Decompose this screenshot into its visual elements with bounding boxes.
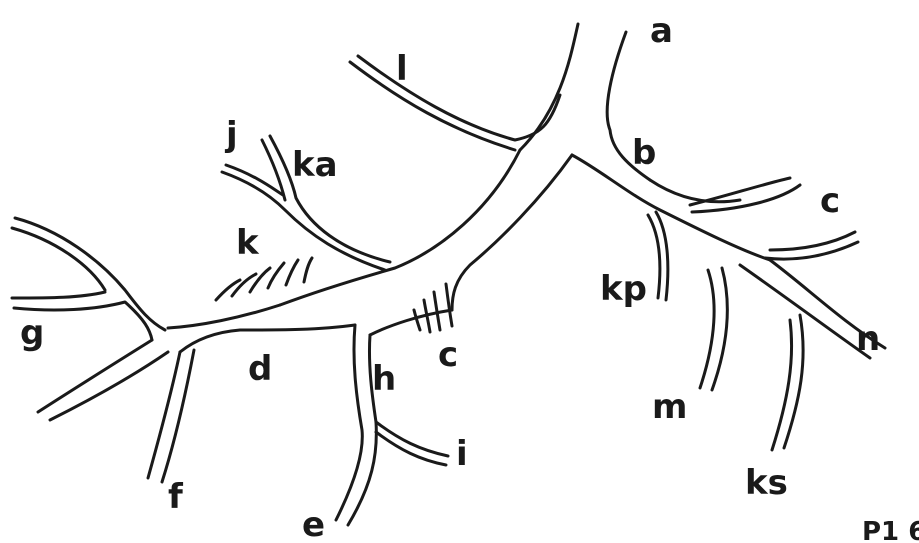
branch-g-low-lower — [50, 352, 168, 420]
label-ka: ka — [292, 145, 338, 185]
label-corner: P1 6 — [862, 517, 919, 543]
label-e: e — [302, 505, 325, 543]
label-k: k — [236, 223, 260, 263]
label-j: j — [224, 115, 238, 155]
branch-ks-right — [784, 315, 803, 448]
perforator-c-1 — [414, 310, 420, 330]
branch-g-mid-upper — [12, 292, 105, 298]
label-ks: ks — [745, 463, 788, 503]
branch-n-lower — [740, 265, 870, 358]
perforator-k-6 — [304, 258, 312, 282]
label-n: n — [856, 319, 880, 359]
label-c-center: c — [438, 335, 458, 375]
label-f: f — [168, 477, 184, 517]
branch-g-low-upper — [38, 340, 152, 412]
branch-kp-left — [648, 215, 660, 298]
branch-i-lower — [376, 432, 446, 465]
branch-d-upper — [180, 325, 355, 352]
trunk-left-upper — [168, 305, 280, 328]
label-i: i — [456, 434, 468, 474]
perforator-k-5 — [286, 260, 298, 285]
label-m: m — [652, 387, 687, 427]
branch-a-left-wall — [520, 24, 578, 150]
label-d: d — [248, 349, 272, 389]
label-l: l — [396, 49, 408, 89]
branch-b-upper-wall — [650, 180, 740, 202]
branch-m-left — [700, 270, 714, 388]
branch-f-right — [162, 350, 194, 482]
label-c-right: c — [820, 181, 840, 221]
branch-ka-left — [262, 140, 285, 200]
trunk-lower-wall — [452, 155, 572, 310]
label-a: a — [650, 11, 673, 51]
perforator-k-2 — [232, 274, 256, 296]
label-kp: kp — [600, 269, 647, 309]
label-g: g — [20, 313, 44, 353]
label-h: h — [372, 359, 396, 399]
label-b: b — [632, 133, 656, 173]
branch-h-left — [336, 325, 362, 520]
branch-f-left — [148, 352, 180, 478]
